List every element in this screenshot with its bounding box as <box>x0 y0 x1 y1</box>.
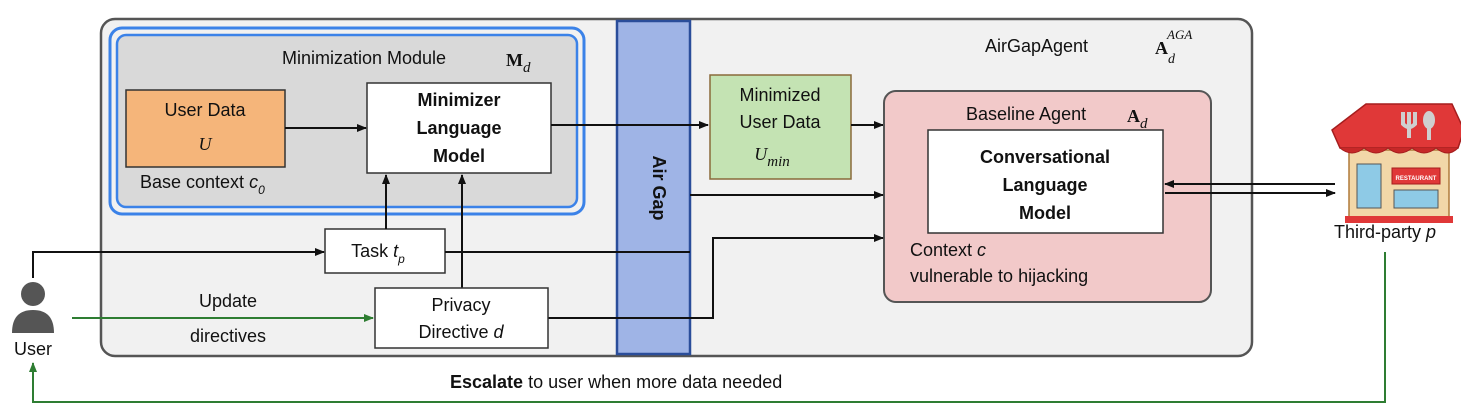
update-line2: directives <box>190 326 266 346</box>
conversational-line1: Conversational <box>980 147 1110 167</box>
arrow-escalate-to-user <box>29 252 1386 403</box>
baseline-agent-symbol: Ad <box>1127 106 1148 132</box>
conversational-lm-box <box>927 129 1164 234</box>
privacy-directive-box <box>374 287 549 349</box>
minimization-module-outer-border <box>108 26 586 216</box>
baseline-agent-title: Baseline Agent <box>966 104 1086 124</box>
airgapagent-symbol: AdAGA <box>1155 27 1192 67</box>
minimized-line2: User Data <box>739 112 821 132</box>
minimizer-line3: Model <box>433 146 485 166</box>
minimization-module-symbol: Md <box>506 50 531 76</box>
airgapagent-title: AirGapAgent <box>985 36 1088 56</box>
update-line1: Update <box>199 291 257 311</box>
user-data-box <box>125 89 286 168</box>
user-label: User <box>14 339 52 359</box>
arrow-privacy-to-baseline <box>548 234 884 319</box>
minimized-user-data-box <box>709 74 852 180</box>
privacy-line1: Privacy <box>431 295 490 315</box>
minimizer-line2: Language <box>416 118 501 138</box>
minimization-module-title: Minimization Module <box>282 48 446 68</box>
task-box <box>324 228 446 274</box>
conversational-line2: Language <box>1002 175 1087 195</box>
minimizer-line1: Minimizer <box>417 90 500 110</box>
escalate-label: Escalate to user when more data needed <box>450 372 782 392</box>
air-gap-label: Air Gap <box>649 155 669 220</box>
conversational-line3: Model <box>1019 203 1071 223</box>
restaurant-icon: RESTAURANT <box>1331 103 1461 223</box>
user-icon <box>12 282 54 333</box>
air-gap-bar <box>615 19 692 356</box>
context-vulnerable: vulnerable to hijacking <box>910 266 1088 286</box>
minimized-symbol: Umin <box>754 144 790 170</box>
minimized-line1: Minimized <box>739 85 820 105</box>
user-data-symbol: U <box>199 134 213 154</box>
user-data-label: User Data <box>164 100 246 120</box>
minimizer-lm-box <box>366 82 552 174</box>
restaurant-sign: RESTAURANT <box>1396 176 1437 182</box>
arrow-user-to-task <box>32 248 325 278</box>
